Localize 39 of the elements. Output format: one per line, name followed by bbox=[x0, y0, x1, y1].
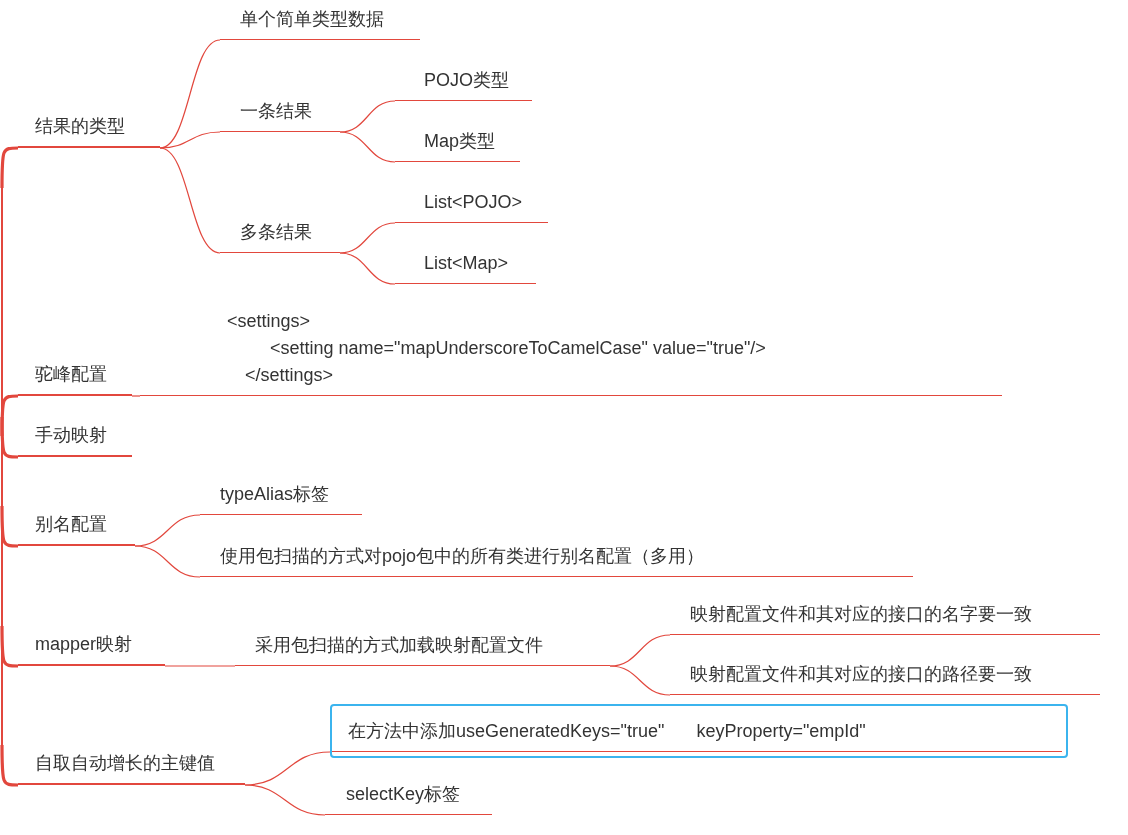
branch-line bbox=[244, 784, 326, 816]
topic-text: 在方法中添加useGeneratedKeys="true" bbox=[348, 719, 665, 743]
topic-text: 映射配置文件和其对应的接口的路径要一致 bbox=[690, 663, 1032, 686]
topic-text: 手动映射 bbox=[35, 424, 107, 447]
branch-line bbox=[159, 147, 221, 254]
branch-line bbox=[609, 665, 671, 696]
branch-line bbox=[339, 131, 396, 163]
branch-line bbox=[0, 394, 18, 436]
branch-line bbox=[339, 100, 396, 133]
topic-text: 多条结果 bbox=[240, 221, 312, 244]
topic-text: List<POJO> bbox=[424, 191, 523, 214]
topic-text: 驼峰配置 bbox=[35, 363, 107, 386]
topic-text: keyProperty="empId" bbox=[696, 719, 866, 743]
topic-text: List<Map> bbox=[424, 252, 509, 275]
code-line: <setting name="mapUnderscoreToCamelCase" value="true"/> bbox=[270, 337, 766, 360]
topic-text: typeAlias标签 bbox=[220, 483, 330, 506]
topic-text: POJO类型 bbox=[424, 69, 509, 92]
branch-line bbox=[0, 506, 18, 548]
highlight-box bbox=[330, 704, 1068, 758]
topic-text: 映射配置文件和其对应的接口的名字要一致 bbox=[690, 603, 1032, 626]
topic-text: 使用包扫描的方式对pojo包中的所有类进行别名配置（多用） bbox=[220, 545, 705, 568]
topic-text: 单个简单类型数据 bbox=[240, 8, 384, 31]
branch-line bbox=[0, 417, 18, 459]
topic-text: 别名配置 bbox=[35, 513, 107, 536]
code-line: <settings> bbox=[227, 310, 311, 333]
topic-text: Map类型 bbox=[424, 130, 495, 153]
code-line: </settings> bbox=[245, 364, 334, 387]
branch-line bbox=[134, 545, 201, 578]
branch-line bbox=[0, 626, 18, 668]
topic-text: mapper映射 bbox=[35, 633, 133, 656]
topic-text: 一条结果 bbox=[240, 100, 312, 123]
topic-text: selectKey标签 bbox=[346, 783, 461, 806]
branch-line bbox=[339, 252, 396, 285]
topic-text: 自取自动增长的主键值 bbox=[35, 752, 215, 775]
branch-line bbox=[159, 131, 221, 149]
topic-text: 采用包扫描的方式加载映射配置文件 bbox=[255, 634, 543, 657]
branch-line bbox=[131, 395, 141, 397]
topic-text: 结果的类型 bbox=[35, 115, 125, 138]
branch-line bbox=[164, 665, 236, 667]
